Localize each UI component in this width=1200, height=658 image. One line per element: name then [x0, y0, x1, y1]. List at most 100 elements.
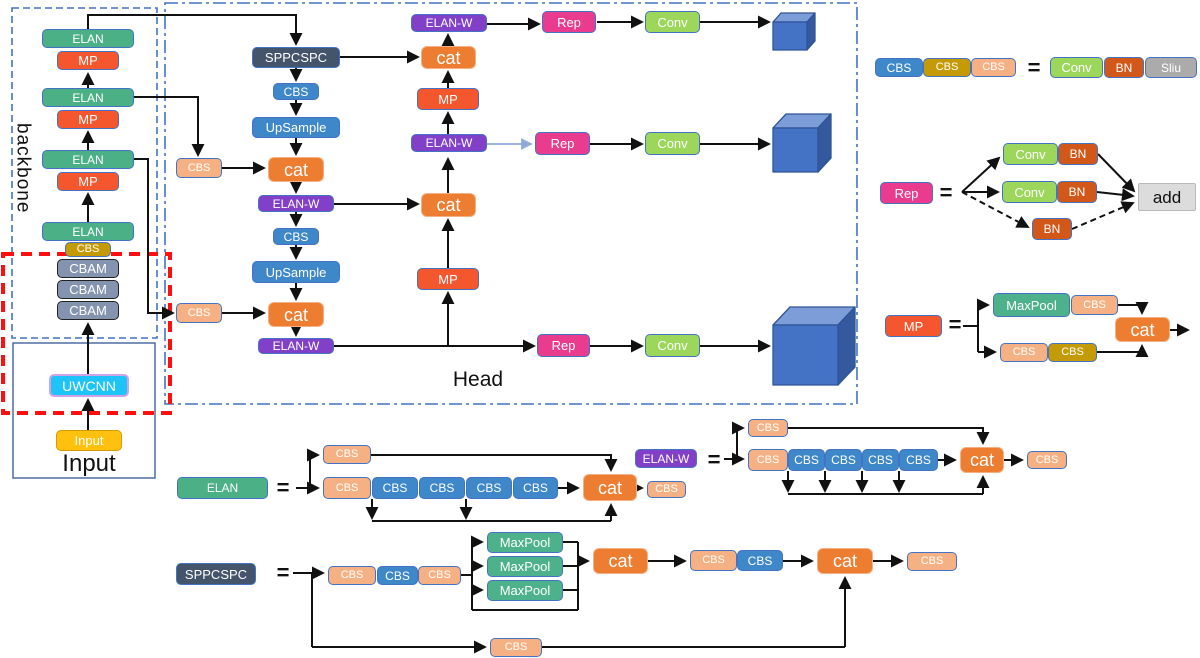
legend-mp-cat: cat: [1115, 317, 1170, 342]
legend-mp: MP: [885, 315, 942, 337]
legend-rep-equals: =: [939, 180, 953, 205]
head-mp-2: MP: [417, 268, 479, 290]
legend-elan-cbs-out: CBS: [647, 481, 686, 498]
backbone-cbam-3: CBAM: [57, 301, 119, 320]
backbone-mp-3: MP: [57, 172, 119, 191]
head-cbs-peach-2: CBS: [176, 303, 222, 323]
head-elanw-3: ELAN-W: [411, 14, 487, 32]
head-cbs-1: CBS: [273, 83, 319, 100]
legend-rep-bn-c: BN: [1032, 218, 1072, 240]
head-conv-1: Conv: [645, 11, 700, 33]
legend-mp-cbs-b: CBS: [1000, 343, 1048, 362]
legend-elanw-cbs-3: CBS: [862, 449, 899, 471]
legend-rep-bn-a: BN: [1058, 143, 1098, 165]
head-mp-1: MP: [417, 88, 479, 110]
legend-sppcspc-maxpool-1: MaxPool: [487, 532, 563, 553]
legend-elanw-cat: cat: [960, 447, 1004, 473]
backbone-cbs-gold: CBS: [65, 242, 111, 257]
legend-sppcspc-equals: =: [276, 560, 290, 585]
legend-cbs-blue: CBS: [875, 58, 923, 77]
legend-elanw-cbs-2: CBS: [825, 449, 862, 471]
backbone-elan-2: ELAN: [42, 88, 134, 107]
legend-sppcspc-cbs-b: CBS: [377, 566, 418, 585]
head-cbs-2: CBS: [273, 228, 319, 245]
legend-sppcspc-cat-2: cat: [817, 548, 873, 574]
legend-sppcspc-cbs-a: CBS: [328, 566, 376, 585]
legend-elan-cbs-3: CBS: [466, 477, 512, 499]
backbone-region-border: [11, 7, 158, 339]
legend-elan-cbs-4: CBS: [513, 477, 558, 499]
legend-cbs-equals: =: [1027, 55, 1041, 80]
head-cat-3: cat: [421, 46, 476, 69]
legend-elanw: ELAN-W: [635, 449, 697, 468]
caption-input: Input: [62, 450, 116, 477]
legend-mp-cbs-gold: CBS: [1048, 343, 1097, 362]
uwcnn-block: UWCNN: [49, 374, 129, 397]
legend-sppcspc-cbs-bottom: CBS: [490, 638, 542, 657]
legend-sppcspc-cbs-e: CBS: [737, 550, 783, 571]
backbone-elan-3: ELAN: [42, 150, 134, 169]
legend-rep-add: add: [1138, 183, 1196, 211]
head-rep-2: Rep: [535, 132, 590, 155]
legend-elan-cbs-2: CBS: [419, 477, 465, 499]
legend-mp-maxpool: MaxPool: [993, 293, 1070, 317]
backbone-elan-1: ELAN: [42, 29, 134, 48]
head-conv-2: Conv: [645, 132, 700, 155]
head-cbs-peach-1: CBS: [176, 158, 222, 178]
head-sppcspc: SPPCSPC: [252, 47, 340, 68]
head-upsample-2: UpSample: [252, 261, 340, 283]
legend-rep-conv-b: Conv: [1002, 181, 1057, 203]
backbone-mp-1: MP: [57, 51, 119, 70]
legend-mp-cbs-a: CBS: [1071, 295, 1118, 315]
head-elanw-4: ELAN-W: [411, 134, 487, 152]
legend-cbs-sliu: Sliu: [1145, 57, 1197, 78]
legend-sppcspc-cat-1: cat: [593, 548, 648, 574]
legend-elanw-cbs-0: CBS: [748, 449, 788, 471]
legend-elanw-equals: =: [707, 447, 721, 472]
head-cat-2: cat: [268, 302, 324, 327]
output-cube-small: [772, 12, 816, 51]
legend-sppcspc-cbs-out: CBS: [907, 552, 957, 571]
legend-elan-cbs-1: CBS: [372, 477, 418, 499]
legend-cbs-peach: CBS: [971, 58, 1016, 77]
legend-sppcspc-maxpool-3: MaxPool: [487, 580, 563, 601]
backbone-elan-4: ELAN: [42, 222, 134, 241]
caption-head: Head: [452, 367, 504, 391]
legend-sppcspc-maxpool-2: MaxPool: [487, 556, 563, 577]
head-region-border: [164, 2, 858, 405]
legend-elan-cat: cat: [583, 474, 637, 501]
legend-rep-conv-a: Conv: [1003, 143, 1058, 165]
legend-rep-bn-b: BN: [1057, 181, 1097, 203]
legend-elanw-cbs-4: CBS: [899, 449, 938, 471]
input-block: Input: [56, 430, 122, 451]
backbone-cbam-2: CBAM: [57, 280, 119, 299]
legend-elan-cbs-0: CBS: [323, 477, 371, 499]
head-upsample-1: UpSample: [252, 117, 340, 138]
legend-elan: ELAN: [177, 477, 268, 499]
backbone-cbam-1: CBAM: [57, 259, 119, 278]
legend-elanw-cbs-top: CBS: [748, 419, 788, 437]
legend-cbs-gold: CBS: [923, 58, 971, 77]
head-elanw-1: ELAN-W: [258, 195, 334, 212]
head-cat-4: cat: [421, 193, 476, 217]
head-conv-3: Conv: [645, 334, 700, 357]
legend-rep: Rep: [880, 182, 933, 204]
head-rep-1: Rep: [542, 11, 596, 33]
legend-elan-cbs-top: CBS: [323, 445, 371, 464]
legend-sppcspc: SPPCSPC: [176, 563, 256, 585]
legend-elanw-cbs-1: CBS: [788, 449, 825, 471]
head-cat-1: cat: [268, 157, 324, 182]
caption-backbone: backbone: [12, 122, 34, 214]
legend-mp-equals: =: [948, 312, 962, 337]
backbone-mp-2: MP: [57, 110, 119, 129]
head-rep-3: Rep: [537, 334, 590, 357]
legend-elan-equals: =: [276, 475, 290, 500]
output-cube-large: [772, 306, 856, 386]
legend-elanw-cbs-out: CBS: [1027, 451, 1067, 469]
input-region-border: [12, 342, 156, 479]
legend-cbs-bn: BN: [1104, 57, 1144, 78]
head-elanw-2: ELAN-W: [258, 338, 334, 354]
legend-cbs-conv: Conv: [1050, 57, 1103, 78]
